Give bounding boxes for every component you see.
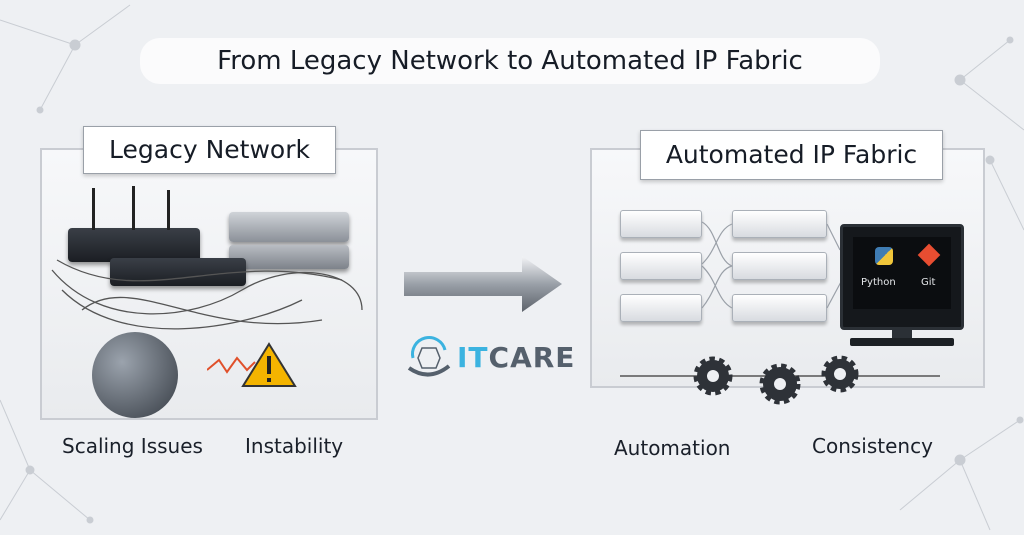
caption-scaling-issues: Scaling Issues [62,434,203,458]
legacy-router [110,258,246,286]
python-icon [875,247,893,265]
page-title: From Legacy Network to Automated IP Fabr… [140,38,880,84]
legacy-network-panel [40,148,378,420]
caption-instability: Instability [245,434,344,458]
fabric-switch [620,210,702,238]
antenna-icon [92,188,95,230]
itcare-logo: ITCARE [405,334,574,382]
legacy-network-label: Legacy Network [83,126,336,174]
monitor-screen: Python Git [853,237,951,309]
caption-automation: Automation [614,436,731,460]
legacy-router [68,228,200,262]
logo-text-it: IT [457,341,489,374]
logo-hand-chip-icon [407,336,451,377]
automated-fabric-panel: Python Git [590,148,985,388]
gear-icon [821,355,859,393]
fabric-switch [732,294,827,322]
antenna-icon [167,190,170,230]
antenna-icon [132,186,135,230]
tangled-cables [51,259,363,330]
fabric-switch [620,294,702,322]
monitor-base [850,338,954,346]
automation-gears [620,355,940,405]
monitor: Python Git [840,224,964,330]
fabric-cables [701,221,843,309]
git-icon [917,243,941,267]
legacy-switch [229,212,349,242]
fabric-switch [732,210,827,238]
warning-icon [207,342,297,387]
fabric-switch [732,252,827,280]
legacy-switch [229,245,349,269]
transition-arrow-icon [404,256,562,312]
fabric-switch [620,252,702,280]
globe-icon [92,332,178,418]
monitor-stand [892,330,912,340]
logo-text-care: CARE [488,341,576,374]
automated-fabric-label: Automated IP Fabric [640,130,943,180]
git-label: Git [921,277,936,288]
gear-icon [759,363,801,405]
gear-icon [693,356,733,396]
caption-consistency: Consistency [812,434,933,458]
python-label: Python [861,277,896,288]
